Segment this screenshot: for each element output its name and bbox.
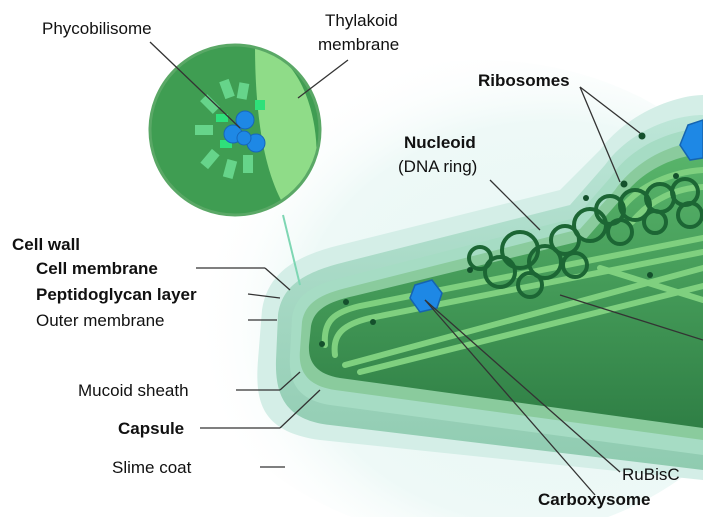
label-capsule: Capsule [118,419,184,438]
label-phycobilisome: Phycobilisome [42,19,152,38]
label-nucleoid: Nucleoid [404,133,476,152]
label-ribosomes: Ribosomes [478,71,570,90]
label-thylakoid-line2: membrane [318,35,399,54]
label-outer-membrane: Outer membrane [36,311,165,330]
label-thylakoid-line1: Thylakoid [325,11,398,30]
label-peptidoglycan: Peptidoglycan layer [36,285,197,304]
label-dna-ring: (DNA ring) [398,157,477,176]
label-slime-coat: Slime coat [112,458,192,477]
label-carboxysome: Carboxysome [538,490,650,509]
label-mucoid-sheath: Mucoid sheath [78,381,189,400]
label-cell-membrane: Cell membrane [36,259,158,278]
label-rubisco: RuBisC [622,465,680,484]
label-cell-wall: Cell wall [12,235,80,254]
